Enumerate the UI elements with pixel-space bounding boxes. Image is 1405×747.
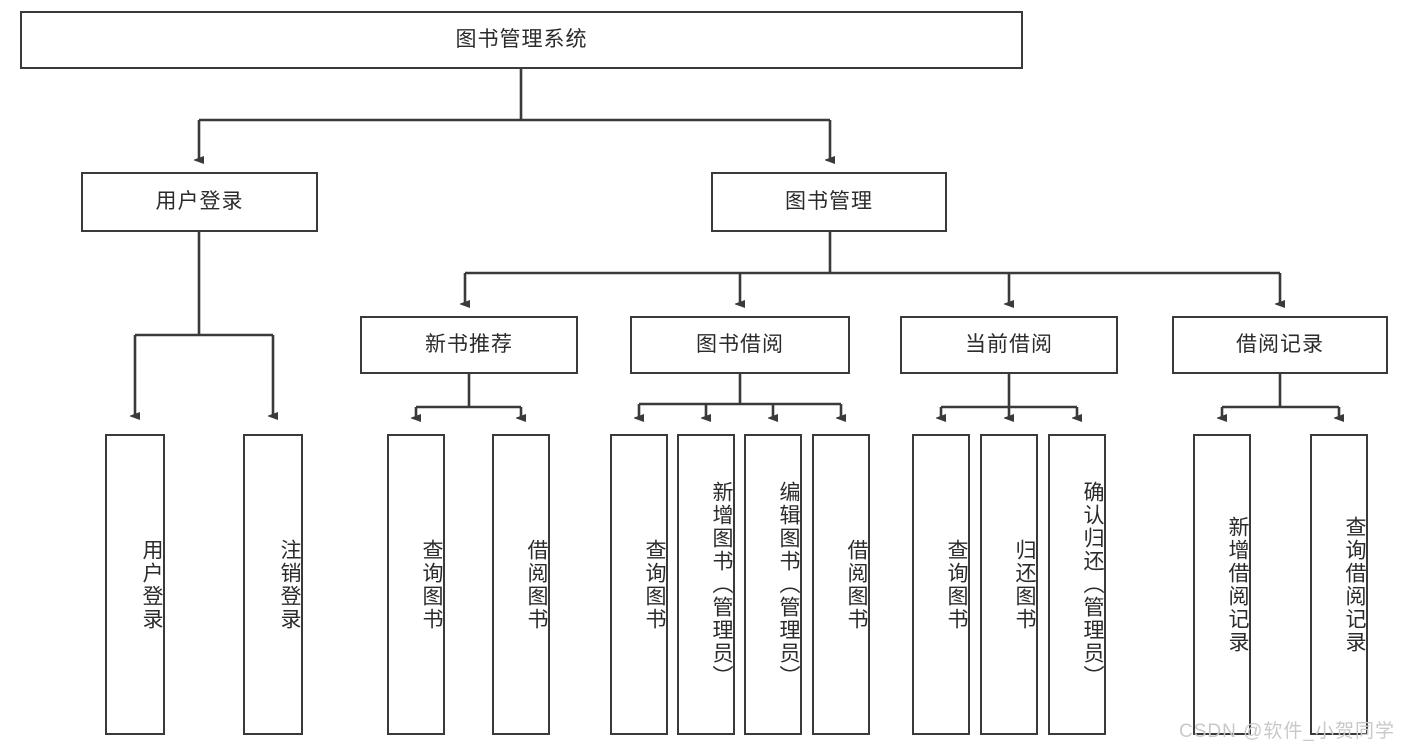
node-leaf-query-borrow-record[interactable]: 查询借阅记录 (1310, 434, 1368, 735)
node-label: 注销登录 (278, 538, 301, 631)
node-label: 归还图书 (1013, 538, 1036, 631)
node-label: 新书推荐 (425, 333, 513, 357)
node-label: 图书借阅 (696, 333, 784, 357)
node-leaf-query-book-current[interactable]: 查询图书 (912, 434, 970, 735)
node-leaf-edit-book-admin[interactable]: 编辑图书（管理员） (744, 434, 802, 735)
node-label: 新增图书（管理员） (710, 481, 733, 688)
node-leaf-add-book-admin[interactable]: 新增图书（管理员） (677, 434, 735, 735)
node-borrow-record[interactable]: 借阅记录 (1172, 316, 1388, 374)
node-current-borrow[interactable]: 当前借阅 (900, 316, 1118, 374)
node-leaf-query-book-recommend[interactable]: 查询图书 (387, 434, 445, 735)
node-new-book-recommend[interactable]: 新书推荐 (360, 316, 578, 374)
node-label: 查询图书 (945, 538, 968, 631)
node-label: 查询图书 (420, 538, 443, 631)
node-label: 新增借阅记录 (1226, 515, 1249, 654)
node-label: 借阅记录 (1236, 333, 1324, 357)
node-leaf-user-logout[interactable]: 注销登录 (243, 434, 303, 735)
node-leaf-add-borrow-record[interactable]: 新增借阅记录 (1193, 434, 1251, 735)
node-label: 查询借阅记录 (1343, 515, 1366, 654)
node-label: 编辑图书（管理员） (777, 481, 800, 688)
node-label: 查询图书 (643, 538, 666, 631)
node-label: 用户登录 (140, 538, 163, 631)
node-user-login[interactable]: 用户登录 (81, 172, 318, 232)
node-leaf-user-login[interactable]: 用户登录 (105, 434, 165, 735)
node-label: 确认归还（管理员） (1081, 481, 1104, 688)
node-book-management[interactable]: 图书管理 (711, 172, 947, 232)
node-label: 图书管理系统 (455, 28, 588, 52)
node-label: 用户登录 (155, 190, 244, 214)
node-leaf-confirm-return-admin[interactable]: 确认归还（管理员） (1048, 434, 1106, 735)
node-label: 借阅图书 (525, 538, 548, 631)
node-label: 图书管理 (785, 190, 873, 214)
node-root-book-management-system[interactable]: 图书管理系统 (20, 11, 1023, 69)
node-book-borrow[interactable]: 图书借阅 (630, 316, 850, 374)
node-leaf-return-book[interactable]: 归还图书 (980, 434, 1038, 735)
node-label: 借阅图书 (845, 538, 868, 631)
node-label: 当前借阅 (965, 333, 1053, 357)
node-leaf-borrow-book-recommend[interactable]: 借阅图书 (492, 434, 550, 735)
node-leaf-borrow-book[interactable]: 借阅图书 (812, 434, 870, 735)
node-leaf-query-book-borrow[interactable]: 查询图书 (610, 434, 668, 735)
